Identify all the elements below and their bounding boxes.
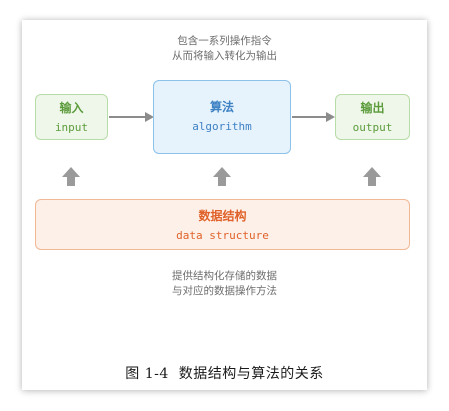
arrow-input-to-algorithm xyxy=(109,112,154,122)
caption-number: 图 1-4 xyxy=(125,366,169,382)
diagram-figure: 包含一系列操作指令 从而将输入转化为输出 输入 input 算法 algorit… xyxy=(22,20,427,390)
arrow-up-to-input xyxy=(62,167,80,186)
data-structure-title: 数据结构 xyxy=(198,209,247,223)
algorithm-subtitle: algorithm xyxy=(192,120,252,133)
arrows-layer xyxy=(62,112,381,186)
arrow-up-to-algorithm xyxy=(213,167,231,186)
data-structure-subtitle: data structure xyxy=(176,229,269,242)
bottom-note-line-1: 提供结构化存储的数据 xyxy=(172,270,277,282)
arrow-up-to-output xyxy=(363,167,381,186)
output-subtitle: output xyxy=(352,121,393,134)
data-structure-box: 数据结构 data structure xyxy=(35,199,410,250)
bottom-note: 提供结构化存储的数据 与对应的数据操作方法 xyxy=(22,269,427,299)
output-title: 输出 xyxy=(360,101,385,115)
input-subtitle: input xyxy=(54,121,89,134)
figure-caption: 图 1-4 数据结构与算法的关系 xyxy=(22,363,427,383)
top-note-line-1: 包含一系列操作指令 xyxy=(177,35,272,47)
bottom-note-line-2: 与对应的数据操作方法 xyxy=(172,285,277,297)
caption-text: 数据结构与算法的关系 xyxy=(178,366,324,382)
input-title: 输入 xyxy=(59,101,84,115)
arrow-algorithm-to-output xyxy=(292,112,335,122)
output-box: 输出 output xyxy=(335,94,410,140)
algorithm-title: 算法 xyxy=(209,100,234,114)
input-box: 输入 input xyxy=(35,94,108,140)
top-note-line-2: 从而将输入转化为输出 xyxy=(172,50,277,62)
algorithm-box: 算法 algorithm xyxy=(153,80,291,154)
top-note: 包含一系列操作指令 从而将输入转化为输出 xyxy=(22,34,427,64)
